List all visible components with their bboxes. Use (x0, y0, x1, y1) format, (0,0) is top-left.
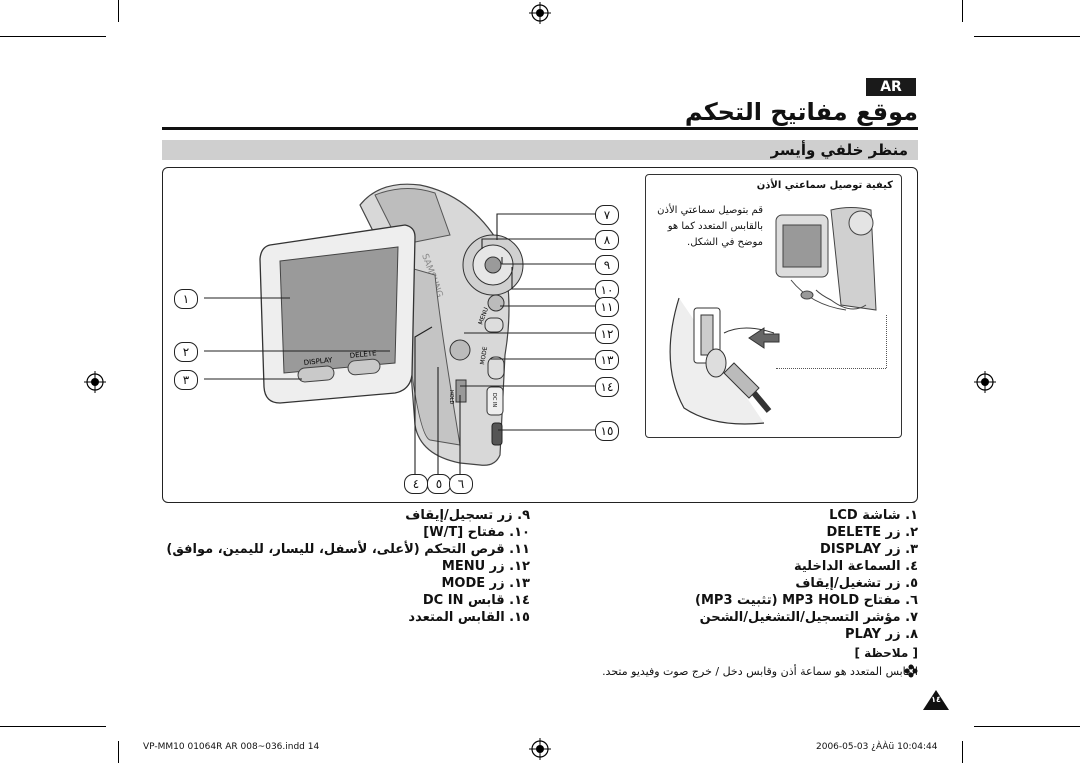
page-title: موقع مفاتيح التحكم (684, 98, 918, 126)
section-subtitle: منظر خلفي وأيسر (770, 141, 908, 159)
earphone-illustration (775, 207, 877, 311)
language-badge: AR (866, 78, 916, 96)
callout-8: ٨ (595, 230, 619, 250)
jack-closeup-illustration (669, 297, 780, 425)
item-4: ٤. السماعة الداخلية (793, 559, 918, 574)
callout-7: ٧ (595, 205, 619, 225)
svg-text:DELETE: DELETE (349, 349, 377, 360)
registration-mark-right (974, 371, 996, 393)
callout-10: ١٠ (595, 280, 619, 300)
callout-6: ٦ (449, 474, 473, 494)
svg-text:DC IN: DC IN (491, 393, 497, 407)
callout-2: ٢ (174, 342, 198, 362)
page-number-triangle (923, 690, 949, 710)
callout-13: ١٣ (595, 350, 619, 370)
subtitle-bar (162, 140, 918, 160)
item-13: ١٣. زر MODE (441, 576, 530, 591)
svg-text:MODE: MODE (479, 346, 489, 365)
item-12: ١٢. زر MENU (441, 559, 530, 574)
tip-title: كيفية توصيل سماعتي الأذن (756, 180, 893, 191)
callout-11: ١١ (595, 297, 619, 317)
item-1: ١. شاشة LCD (829, 508, 918, 523)
svg-text:HOLD: HOLD (448, 390, 454, 404)
svg-text:DISPLAY: DISPLAY (303, 356, 333, 367)
callout-3: ٣ (174, 370, 198, 390)
dotted-connector (776, 368, 886, 370)
tip-line-1: قم بتوصيل سماعتي الأذن (657, 205, 763, 216)
callout-9: ٩ (595, 255, 619, 275)
item-7: ٧. مؤشر التسجيل/التشغيل/الشحن (699, 610, 918, 625)
registration-mark-left (84, 371, 106, 393)
registration-mark-bottom (529, 738, 551, 760)
item-6: ٦. مفتاح MP3 HOLD (تثبيت MP3) (695, 593, 918, 608)
callout-5: ٥ (427, 474, 451, 494)
item-14: ١٤. قابس DC IN (422, 593, 530, 608)
item-10: ١٠. مفتاح [W/T] (423, 525, 530, 540)
callout-12: ١٢ (595, 324, 619, 344)
item-3: ٣. زر DISPLAY (820, 542, 918, 557)
item-8: ٨. زر PLAY (845, 627, 918, 642)
footer-file: VP-MM10 01064R AR 008~036.indd 14 (143, 742, 320, 752)
item-2: ٢. زر DELETE (826, 525, 919, 540)
footer-timestamp: 2006-05-03 ¿ÀÀü 10:04:44 (816, 742, 938, 752)
tip-line-3: موضح في الشكل. (687, 237, 763, 248)
note-text: القابس المتعدد هو سماعة أذن وقابس دخل / … (602, 665, 918, 678)
camcorder-illustration: SAMSUNG DISPLAY DELETE MENU MODE HOLD DC… (259, 183, 524, 466)
note-heading: [ ملاحظة ] (854, 646, 918, 660)
tip-line-2: بالقابس المتعدد كما هو (667, 221, 763, 232)
callout-14: ١٤ (595, 377, 619, 397)
title-rule (162, 127, 918, 130)
earphone-tip-box: كيفية توصيل سماعتي الأذن قم بتوصيل سماعت… (645, 174, 902, 438)
item-9: ٩. زر تسجيل/إيقاف (405, 508, 530, 523)
callout-4: ٤ (404, 474, 428, 494)
dotted-connector-vertical (886, 315, 888, 368)
registration-mark-top (529, 2, 551, 24)
callout-1: ١ (174, 289, 198, 309)
item-5: ٥. زر تشغيل/إيقاف (795, 576, 918, 591)
leader-lines (204, 213, 597, 474)
page-number: ١٤ (931, 695, 941, 704)
note-bullet-icon (904, 664, 918, 678)
callout-15: ١٥ (595, 421, 619, 441)
diagram-frame (162, 167, 918, 503)
item-15: ١٥. القابس المتعدد (408, 610, 530, 625)
item-11: ١١. قرص التحكم (لأعلى، لأسفل، لليسار، لل… (166, 542, 530, 557)
